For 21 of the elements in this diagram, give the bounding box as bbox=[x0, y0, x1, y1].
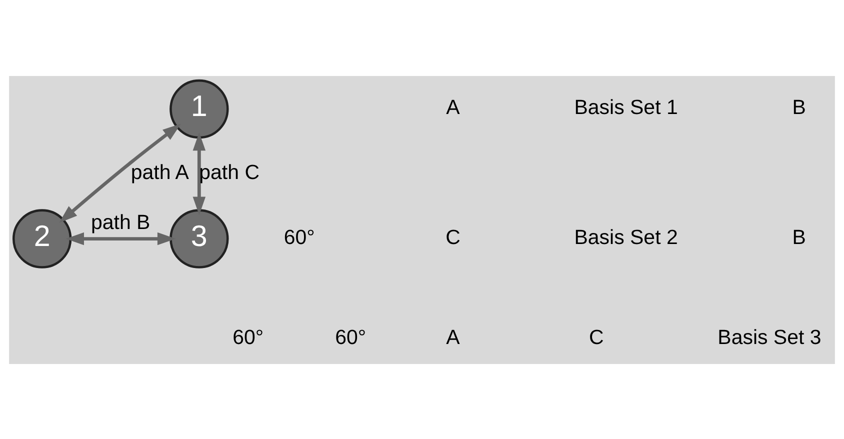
label: C bbox=[446, 225, 460, 248]
label: B bbox=[792, 96, 806, 119]
node-circle: 2 bbox=[12, 208, 72, 268]
edge-label: path B bbox=[91, 210, 150, 234]
label: Basis Set 3 bbox=[718, 325, 822, 348]
arrow bbox=[192, 132, 206, 215]
label: 60° bbox=[232, 325, 264, 348]
label: A bbox=[446, 96, 460, 119]
label: Basis Set 1 bbox=[574, 96, 678, 119]
node-circle: 3 bbox=[170, 208, 229, 268]
label: Basis Set 2 bbox=[574, 225, 678, 248]
label: A bbox=[446, 325, 460, 348]
label: 60° bbox=[284, 225, 315, 248]
edge-label: path C bbox=[199, 160, 260, 184]
edge-label: path A bbox=[130, 160, 189, 184]
label: B bbox=[792, 225, 806, 248]
arrow bbox=[59, 123, 181, 222]
label: C bbox=[589, 325, 604, 348]
label: 60° bbox=[335, 325, 366, 348]
node-circle: 1 bbox=[170, 78, 229, 138]
arrow bbox=[66, 232, 176, 245]
